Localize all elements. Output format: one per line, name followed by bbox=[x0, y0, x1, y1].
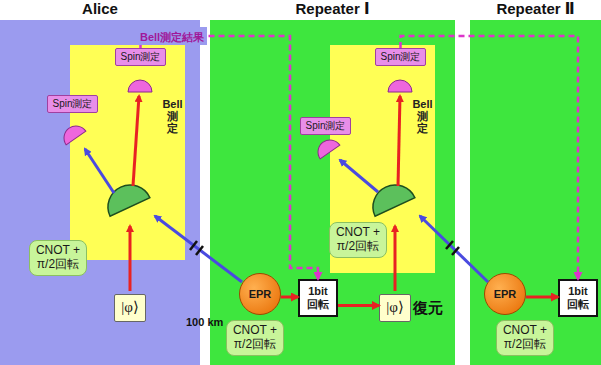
node-text: Spin測定 bbox=[380, 51, 420, 63]
node-text: CNOT + π/2回転 bbox=[230, 324, 280, 352]
qubit-arrow bbox=[281, 296, 298, 299]
node-text: Spin測定 bbox=[52, 98, 92, 110]
qubit-arrow bbox=[129, 226, 132, 291]
qubit-arrow bbox=[85, 149, 114, 193]
gate-box: CNOT + π/2回転 bbox=[329, 222, 387, 258]
distance-label: 100 km bbox=[186, 316, 223, 328]
epr-source: EPR bbox=[239, 273, 281, 315]
node-text: |φ⟩ bbox=[121, 299, 139, 316]
spin-measurement-label: Spin測定 bbox=[115, 48, 166, 66]
spin-detector bbox=[313, 135, 340, 159]
fiber-break bbox=[446, 241, 453, 249]
vertical-label: Bell 測定 bbox=[162, 98, 183, 134]
text-holder: Bell 測定 bbox=[162, 98, 183, 134]
spin-measurement-label: Spin測定 bbox=[300, 117, 351, 135]
node-text: CNOT + π/2回転 bbox=[333, 226, 383, 254]
site-panel: Repeater ⅡEPR1bit 回転CNOT + π/2回転 bbox=[470, 20, 601, 365]
node-text: Spin測定 bbox=[120, 51, 160, 63]
gate-box: CNOT + π/2回転 bbox=[29, 240, 87, 276]
qubit-arrow bbox=[133, 96, 139, 186]
text-holder: 100 km bbox=[186, 312, 223, 330]
fiber-break bbox=[196, 246, 203, 255]
text-holder: Bell測定結果 bbox=[137, 27, 207, 45]
spin-detector bbox=[128, 80, 152, 92]
classical-signal-line bbox=[141, 36, 319, 279]
node-text: 1bit 回転 bbox=[303, 285, 333, 310]
fiber-break bbox=[190, 241, 197, 250]
gate-box: CNOT + π/2回転 bbox=[496, 320, 554, 356]
qubit-state-box: |φ⟩ bbox=[114, 294, 146, 322]
qubit-arrow bbox=[526, 296, 558, 299]
vertical-label: Bell 測定 bbox=[412, 98, 433, 134]
node-text: CNOT + π/2回転 bbox=[500, 324, 550, 352]
fiber-break bbox=[452, 247, 459, 255]
node-text: |φ⟩ bbox=[386, 299, 404, 316]
spin-detector bbox=[59, 121, 86, 145]
bell-measurement-box: Bell 測定 Spin測定 CNOT + π/2回転 bbox=[330, 45, 435, 273]
site-title: Repeater Ⅰ bbox=[296, 0, 370, 17]
node-text: CNOT + π/2回転 bbox=[33, 244, 83, 272]
text-holder: Bell 測定 bbox=[412, 98, 433, 134]
fiber-arrow bbox=[420, 216, 488, 282]
qubit-arrow bbox=[340, 160, 378, 192]
text-holder: Repeater Ⅱ bbox=[470, 0, 601, 18]
fiber-arrow bbox=[155, 216, 242, 282]
edge-label: Bell測定結果 bbox=[140, 31, 204, 43]
site-title: Alice bbox=[82, 0, 118, 17]
rotation-box: 1bit 回転 bbox=[298, 279, 338, 317]
classical-signal-line bbox=[401, 36, 579, 279]
site-panel: AliceBell 測定Spin測定Spin測定CNOT + π/2回転|φ⟩ bbox=[0, 20, 200, 365]
site-panel: Repeater ⅠEPR1bit 回転Bell 測定Spin測定CNOT + … bbox=[210, 20, 455, 365]
text-holder: Alice bbox=[0, 0, 200, 18]
site-title: Repeater Ⅱ bbox=[496, 0, 574, 17]
bell-detector bbox=[366, 178, 415, 217]
qubit-state-box: |φ⟩復元 bbox=[379, 294, 411, 322]
node-caption: 復元 bbox=[413, 299, 443, 316]
epr-source: EPR bbox=[484, 273, 526, 315]
text-holder: 復元 bbox=[413, 299, 443, 318]
spin-detector bbox=[388, 80, 412, 92]
qubit-arrow bbox=[338, 304, 379, 307]
qubit-arrow bbox=[394, 226, 397, 291]
spin-measurement-label: Spin測定 bbox=[375, 48, 426, 66]
text-holder: Repeater Ⅰ bbox=[210, 0, 455, 18]
node-text: 1bit 回転 bbox=[563, 285, 593, 310]
qubit-arrow bbox=[398, 96, 400, 186]
node-text: EPR bbox=[494, 288, 517, 301]
node-text: Spin測定 bbox=[305, 120, 345, 132]
gate-box: CNOT + π/2回転 bbox=[226, 320, 284, 356]
node-text: EPR bbox=[249, 288, 272, 301]
spin-measurement-label: Spin測定 bbox=[47, 95, 98, 113]
rotation-box: 1bit 回転 bbox=[558, 279, 598, 317]
